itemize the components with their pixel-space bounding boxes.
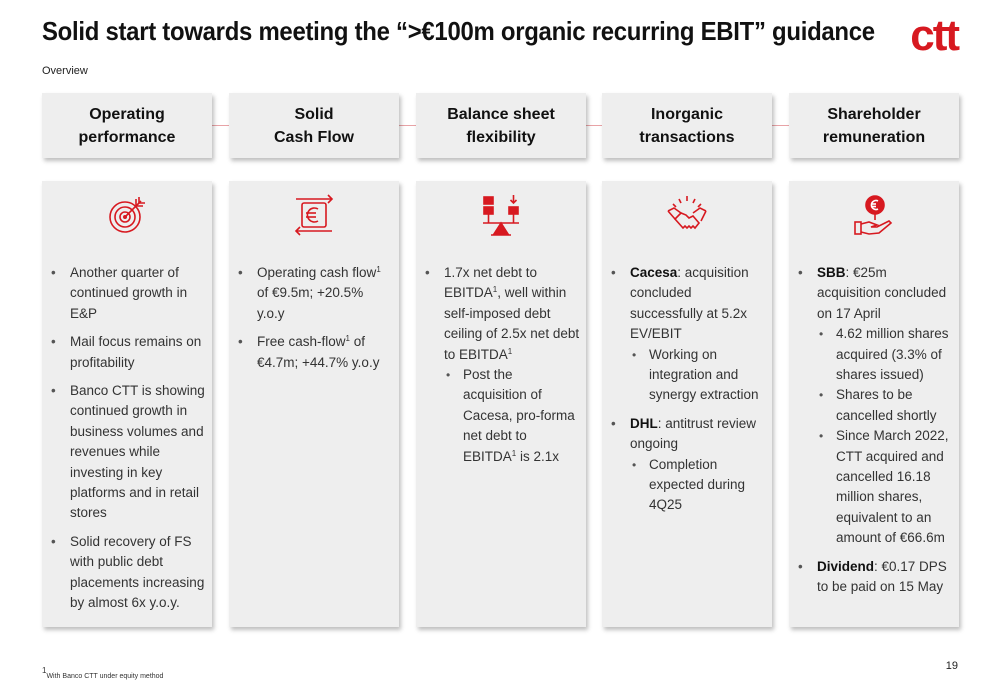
- bullet-bold-label: SBB: [817, 265, 846, 280]
- balance-scale-icon: [479, 193, 523, 237]
- list-item: Another quarter of continued growth in E…: [49, 263, 212, 324]
- list-item: 1.7x net debt to EBITDA1, well within se…: [423, 263, 586, 467]
- sub-bullet-list: Working on integration and synergy extra…: [630, 345, 766, 406]
- bullet-text: Free cash-flow: [257, 334, 346, 350]
- list-item: Cacesa: acquisition concluded successful…: [609, 263, 772, 406]
- bullet-text: 1.7x net debt to EBITDA: [444, 265, 538, 301]
- bullet-list: 1.7x net debt to EBITDA1, well within se…: [416, 263, 586, 475]
- page-title: Solid start towards meeting the “>€100m …: [42, 16, 875, 46]
- bullet-text: Operating cash flow: [257, 265, 377, 280]
- target-icon: [105, 193, 149, 237]
- list-item: SBB: €25m acquisition concluded on 17 Ap…: [796, 263, 959, 549]
- page-number: 19: [945, 660, 958, 672]
- header-card-balance-sheet-flexibility: Balance sheet flexibility: [416, 93, 586, 158]
- bullet-text: : antitrust review ongoing: [630, 415, 757, 452]
- header-card-inorganic-transactions: Inorganic transactions: [602, 93, 772, 158]
- bullet-bold-label: Dividend: [817, 558, 875, 574]
- list-item: 4.62 million shares acquired (3.3% of sh…: [817, 324, 953, 385]
- body-card-operating-performance: Another quarter of continued growth in E…: [42, 181, 212, 627]
- page-subtitle: Overview: [42, 65, 88, 77]
- list-item: Operating cash flow1 of €9.5m; +20.5% y.…: [236, 263, 399, 324]
- ctt-logo: ctt: [910, 11, 960, 60]
- list-item: Working on integration and synergy extra…: [630, 345, 766, 406]
- header-card-title-line2: Cash Flow: [273, 128, 354, 146]
- bullet-text: : €25m acquisition concluded on 17 April: [817, 265, 947, 321]
- list-item: Solid recovery of FS with public debt pl…: [49, 532, 212, 614]
- footnote-marker: 1: [492, 285, 498, 295]
- header-card-title-line1: Shareholder: [827, 105, 921, 123]
- footnote-marker: 1: [345, 334, 350, 344]
- header-card-shareholder-remuneration: Shareholder remuneration: [789, 93, 959, 158]
- body-card-shareholder-remuneration: SBB: €25m acquisition concluded on 17 Ap…: [789, 181, 959, 627]
- bullet-list: Another quarter of continued growth in E…: [42, 263, 212, 622]
- list-item: Banco CTT is showing continued growth in…: [49, 381, 212, 524]
- footnote-marker: 1: [511, 448, 517, 458]
- header-card-title-line2: remuneration: [822, 128, 926, 146]
- bullet-text: , well within self-imposed debt ceiling …: [444, 285, 580, 362]
- bullet-text: of €9.5m; +20.5% y.o.y: [257, 285, 364, 321]
- list-item: DHL: antitrust review ongoing Completion…: [609, 414, 772, 516]
- list-item: Post the acquisition of Cacesa, pro-form…: [444, 365, 580, 467]
- sub-bullet-list: 4.62 million shares acquired (3.3% of sh…: [817, 324, 953, 548]
- list-item: Mail focus remains on profitability: [49, 332, 212, 373]
- list-item: Dividend: €0.17 DPS to be paid on 15 May: [796, 557, 959, 598]
- bullet-text: of €4.7m; +44.7% y.o.y: [257, 334, 380, 370]
- bullet-text: Post the acquisition of Cacesa, pro-form…: [463, 367, 575, 464]
- footnote-marker: 1: [376, 265, 381, 274]
- header-card-title-line2: performance: [78, 128, 176, 146]
- sub-bullet-list: Completion expected during 4Q25: [630, 455, 766, 516]
- header-card-title-line1: Operating: [89, 105, 165, 123]
- list-item: Free cash-flow1 of €4.7m; +44.7% y.o.y: [236, 332, 399, 373]
- sub-bullet-list: Post the acquisition of Cacesa, pro-form…: [444, 365, 580, 467]
- bullet-list: Cacesa: acquisition concluded successful…: [602, 263, 772, 524]
- euro-coin-hand-icon: [852, 193, 896, 237]
- footnote-text: With Banco CTT under equity method: [46, 673, 164, 680]
- footnote-marker: 1: [42, 666, 47, 675]
- footnote-marker: 1: [507, 346, 513, 356]
- header-card-title-line2: transactions: [639, 128, 735, 146]
- header-card-title-line1: Balance sheet: [447, 105, 555, 123]
- header-card-title-line1: Inorganic: [650, 105, 723, 123]
- body-card-inorganic-transactions: Cacesa: acquisition concluded successful…: [602, 181, 772, 627]
- list-item: Completion expected during 4Q25: [630, 455, 766, 516]
- body-card-solid-cash-flow: Operating cash flow1 of €9.5m; +20.5% y.…: [229, 181, 399, 627]
- footnote: 1With Banco CTT under equity method: [42, 667, 164, 681]
- header-card-operating-performance: Operating performance: [42, 93, 212, 158]
- bullet-text: is 2.1x: [516, 448, 559, 464]
- bullet-list: Operating cash flow1 of €9.5m; +20.5% y.…: [229, 263, 399, 381]
- list-item: Shares to be cancelled shortly: [817, 385, 953, 426]
- bullet-text: : acquisition concluded successfully at …: [630, 265, 749, 342]
- handshake-icon: [665, 193, 709, 237]
- list-item: Since March 2022, CTT acquired and cance…: [817, 426, 953, 548]
- bullet-bold-label: DHL: [630, 415, 658, 431]
- body-card-balance-sheet-flexibility: 1.7x net debt to EBITDA1, well within se…: [416, 181, 586, 627]
- euro-exchange-icon: [292, 193, 336, 237]
- header-card-title-line2: flexibility: [466, 128, 536, 146]
- bullet-bold-label: Cacesa: [630, 265, 678, 280]
- bullet-list: SBB: €25m acquisition concluded on 17 Ap…: [789, 263, 959, 606]
- header-card-title-line1: Solid: [294, 105, 334, 123]
- bullet-text: : €0.17 DPS to be paid on 15 May: [817, 558, 947, 595]
